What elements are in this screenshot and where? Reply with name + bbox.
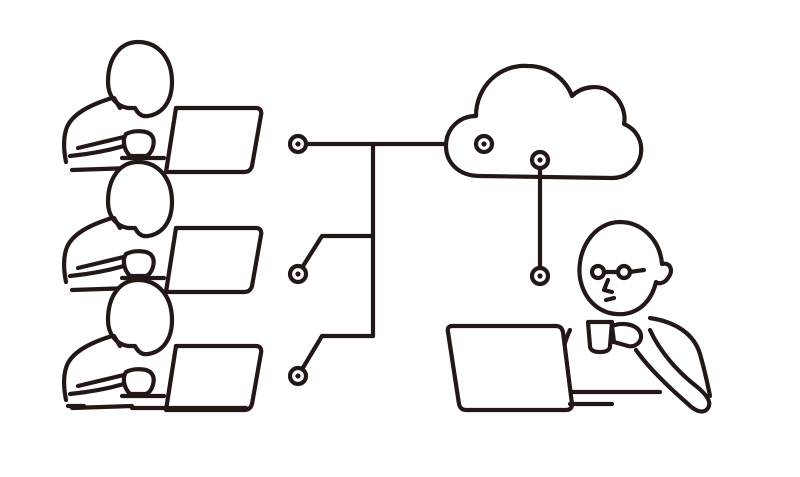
worker-back: [647, 315, 713, 399]
network-node-icon: [287, 365, 309, 387]
cloud-icon: [443, 63, 644, 181]
laptop-icon: [445, 323, 615, 413]
worker-person-icon: [64, 42, 261, 172]
worker-person-icon: [64, 280, 261, 410]
network-node-icon: [287, 263, 309, 285]
worker-person-icon: [64, 162, 261, 292]
glasses-icon: [589, 263, 647, 281]
right-worker-person-icon: [559, 219, 713, 414]
network-node-icon: [287, 133, 309, 155]
network-node-icon: [529, 149, 551, 171]
network-connections: [287, 133, 487, 387]
left-workers-group: [64, 42, 261, 410]
connection-line-bottom: [295, 333, 376, 379]
worker-nose: [601, 277, 615, 295]
worker-hand: [609, 321, 644, 349]
worker-arm: [633, 327, 712, 414]
worker-mouth: [603, 295, 617, 303]
network-node-icon: [529, 265, 551, 287]
connection-line-middle: [295, 233, 376, 277]
network-node-icon: [473, 133, 495, 155]
